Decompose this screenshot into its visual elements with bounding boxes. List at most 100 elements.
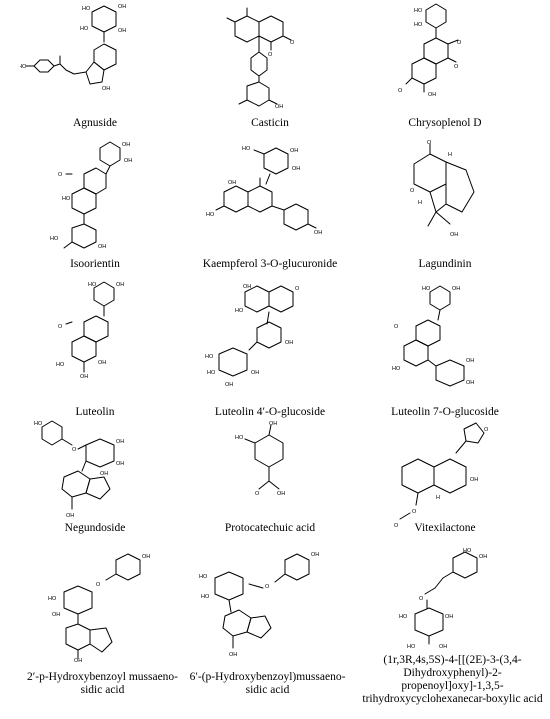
svg-text:OH: OH xyxy=(445,614,453,620)
svg-text:OH: OH xyxy=(102,86,110,92)
svg-text:O: O xyxy=(58,324,63,330)
compound-protocatechuic-acid: OH HO O OH Protocatechuic acid xyxy=(195,415,345,555)
svg-text:HO: HO xyxy=(206,212,215,218)
svg-text:O: O xyxy=(96,582,101,588)
svg-text:OH: OH xyxy=(116,439,124,445)
svg-text:OH: OH xyxy=(229,652,237,658)
compound-casticin: O O OH Casticin xyxy=(195,0,345,135)
svg-text:O: O xyxy=(412,509,417,515)
svg-text:OH: OH xyxy=(466,358,474,364)
compound-kaempferol-3-o-glucuronide: OH OH HO OH HO OH Kaempferol 3-O-glucuro… xyxy=(180,140,360,275)
svg-text:OH: OH xyxy=(52,612,60,618)
compound-name: Vitexilactone xyxy=(414,522,476,534)
compound-lagundinin: O O H OH H Lagundinin xyxy=(370,140,520,275)
svg-text:HO: HO xyxy=(88,282,97,288)
structure-drawing: OH O HO OH HO HO OH OH xyxy=(205,284,300,388)
svg-text:HO: HO xyxy=(56,362,65,368)
svg-text:OH: OH xyxy=(428,92,436,98)
svg-text:HO: HO xyxy=(463,548,472,554)
svg-text:O: O xyxy=(394,523,399,529)
svg-text:O: O xyxy=(457,40,462,46)
compound-name: Luteolin xyxy=(75,406,115,418)
svg-text:O: O xyxy=(394,324,399,330)
compound-name: Lagundinin xyxy=(418,258,472,270)
svg-text:OH: OH xyxy=(118,28,126,34)
structure-drawing: OH O HO HO OH xyxy=(199,552,319,658)
svg-text:HO: HO xyxy=(80,26,89,32)
compound-name: Agnuside xyxy=(72,117,118,129)
compound-name: (1r,3R,4s,5S)-4-[[(2E)-3-(3,4-Dihydroxyp… xyxy=(362,654,543,705)
svg-text:H: H xyxy=(448,152,452,158)
structure-drawing: HO OH HO OH HO OH xyxy=(20,4,126,92)
svg-text:O: O xyxy=(419,596,424,602)
compound-dihydroxyphenyl-propenoyl-cyclohexanecarboxylic-acid: HO OH O HO OH HO OH (1r,3R,4s,5S)-4-[[(2… xyxy=(355,548,550,719)
svg-text:OH: OH xyxy=(98,360,106,366)
compound-agnuside: HO OH HO OH HO OH Agnuside xyxy=(20,0,170,135)
structure-drawing: O O OH xyxy=(226,7,295,110)
compound-luteolin-4-o-glucoside: OH O HO OH HO HO OH OH Luteolin 4′-O-glu… xyxy=(195,280,345,418)
svg-text:OH: OH xyxy=(225,382,233,388)
svg-text:OH: OH xyxy=(80,374,88,380)
svg-text:O: O xyxy=(265,584,270,590)
compound-name: Luteolin 7-O-glucoside xyxy=(391,406,499,418)
svg-text:OH: OH xyxy=(269,421,277,427)
compound-vitexilactone: O OH H O O Vitexilactone xyxy=(370,415,520,555)
svg-text:HO: HO xyxy=(422,286,431,292)
structure-drawing: HO O OH OH OH OH xyxy=(34,420,124,519)
svg-text:OH: OH xyxy=(285,340,293,346)
svg-text:O: O xyxy=(427,140,432,146)
structure-drawing: HO OH O OH OH HO xyxy=(392,285,474,387)
structure-drawing: HO HO O O OH O xyxy=(398,3,462,98)
compound-name: Luteolin 4′-O-glucoside xyxy=(214,406,326,418)
structure-drawing: OH HO O OH xyxy=(235,421,285,497)
structure-drawing: HO OH O HO OH HO OH xyxy=(399,548,487,650)
svg-text:OH: OH xyxy=(243,284,251,290)
svg-text:HO: HO xyxy=(242,146,251,152)
svg-text:OH: OH xyxy=(124,158,132,164)
svg-text:HO: HO xyxy=(82,6,91,12)
svg-text:HO: HO xyxy=(414,22,423,28)
svg-text:OH: OH xyxy=(470,477,478,483)
svg-text:H: H xyxy=(436,495,440,501)
svg-text:HO: HO xyxy=(205,354,214,360)
svg-text:O: O xyxy=(398,88,403,94)
compound-2-p-hydroxybenzoyl-mussaenosidic-acid: OH O HO OH OH 2′-p-Hydroxybenzoyl mussae… xyxy=(20,548,185,719)
svg-text:OH: OH xyxy=(292,166,300,172)
svg-text:O: O xyxy=(255,491,260,497)
compound-6-p-hydroxybenzoyl-mussaenosidic-acid: OH O HO HO OH 6′-(p-Hydroxybenzoyl)mussa… xyxy=(185,548,350,719)
svg-text:O: O xyxy=(484,427,489,433)
compound-name: Chrysoplenol D xyxy=(408,117,482,129)
svg-text:OH: OH xyxy=(228,180,236,186)
svg-text:OH: OH xyxy=(116,282,124,288)
svg-text:OH: OH xyxy=(439,644,447,650)
svg-text:HO: HO xyxy=(48,596,57,602)
svg-text:HO: HO xyxy=(20,64,27,70)
svg-text:O: O xyxy=(72,447,77,453)
structure-drawing: HO OH O HO OH OH xyxy=(56,281,124,380)
compound-luteolin: HO OH O HO OH OH Luteolin xyxy=(20,280,170,418)
svg-text:O: O xyxy=(58,172,63,178)
structure-drawing: OH O HO OH OH xyxy=(48,553,150,663)
svg-text:HO: HO xyxy=(414,8,423,14)
structure-drawing: OH OH O HO OH HO xyxy=(50,141,132,250)
svg-text:HO: HO xyxy=(199,574,208,580)
svg-text:OH: OH xyxy=(452,286,460,292)
compound-name: Casticin xyxy=(251,117,289,129)
compound-negundoside: HO O OH OH OH OH Negundoside xyxy=(20,415,170,555)
svg-text:OH: OH xyxy=(66,513,74,519)
svg-text:OH: OH xyxy=(116,461,124,467)
svg-text:H: H xyxy=(418,200,422,206)
svg-text:O: O xyxy=(295,286,300,292)
svg-text:OH: OH xyxy=(98,244,106,250)
structure-drawing: O OH H O O xyxy=(394,422,489,529)
svg-text:OH: OH xyxy=(277,491,285,497)
compound-name: Protocatechuic acid xyxy=(224,522,316,534)
svg-text:OH: OH xyxy=(100,471,108,477)
svg-text:OH: OH xyxy=(275,104,283,110)
svg-text:OH: OH xyxy=(479,554,487,560)
structure-drawing: O O H OH H xyxy=(410,140,475,238)
compound-name: 6′-(p-Hydroxybenzoyl)mussaeno-sidic acid xyxy=(189,671,346,696)
compound-chrysoplenol-d: HO HO O O OH O Chrysoplenol D xyxy=(370,0,520,135)
svg-text:HO: HO xyxy=(235,435,244,441)
svg-text:OH: OH xyxy=(311,552,319,558)
